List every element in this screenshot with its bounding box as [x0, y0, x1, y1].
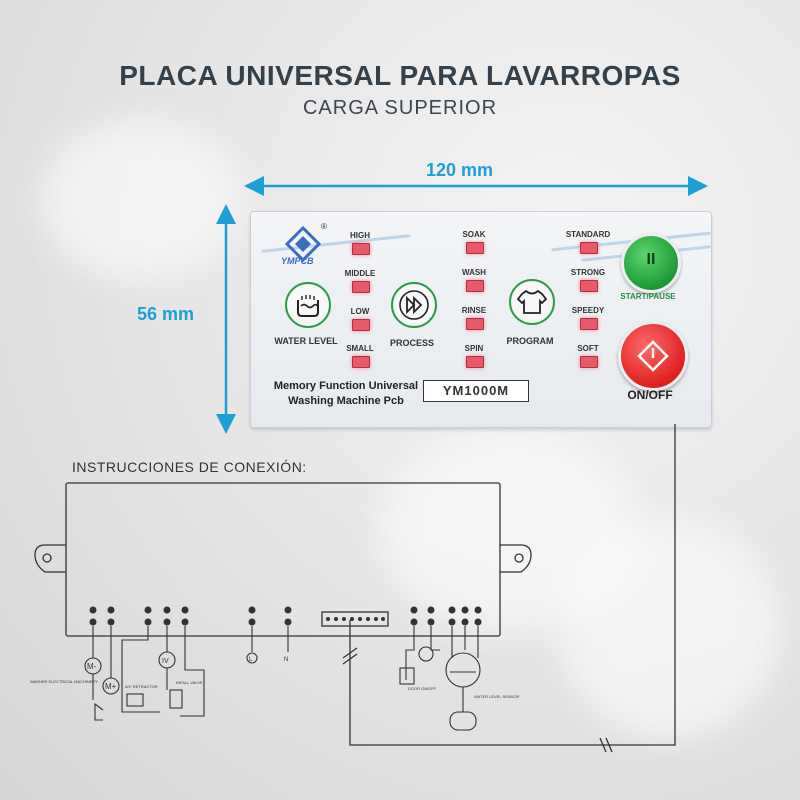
start-pause-label: START/PAUSE: [620, 292, 676, 301]
process-label-rinse: RINSE: [461, 306, 487, 315]
level-label-small: SMALL: [346, 344, 374, 353]
retractor-wire: [121, 626, 160, 713]
background-bokeh: [560, 520, 780, 740]
registered-mark: ®: [321, 222, 327, 231]
model-number: YM1000M: [423, 380, 529, 402]
pause-icon: II: [646, 251, 656, 268]
process-led-spin: [466, 356, 484, 368]
inlet-valve-symbol: [158, 651, 176, 669]
door-switch-symbol: [418, 646, 434, 662]
ympcb-logo-icon: [284, 225, 322, 263]
program-led-speedy: [580, 318, 598, 330]
program-label-speedy: SPEEDY: [571, 306, 605, 315]
program-led-soft: [580, 356, 598, 368]
level-led-small: [352, 356, 370, 368]
tshirt-icon: [516, 289, 548, 314]
level-led-low: [352, 319, 370, 331]
page-subtitle: CARGA SUPERIOR: [302, 97, 498, 119]
description-line-1: Memory Function Universal: [273, 380, 419, 392]
motor-plus-symbol: [102, 677, 120, 695]
width-label: 120 mm: [426, 160, 494, 180]
motor-label-minus: M-: [87, 662, 97, 671]
control-panel: ® YMPCB HIGH MIDDLE LOW SMALL WATER LEVE…: [250, 211, 712, 428]
level-label-high: HIGH: [350, 231, 370, 240]
logo-text: YMPCB: [281, 256, 314, 266]
water-basin-icon: [297, 295, 319, 317]
door-lock-device: [399, 667, 415, 685]
board-description: Memory Function Universal Washing Machin…: [261, 379, 431, 409]
power-button[interactable]: [618, 321, 688, 391]
level-label-middle: MIDDLE: [344, 269, 376, 278]
process-label-wash: WASH: [462, 268, 486, 277]
motor-capacitor: [92, 674, 104, 721]
level-led-middle: [352, 281, 370, 293]
water-sensor-text: WATER LEVEL SENSOR: [474, 694, 520, 699]
process-label: PROCESS: [389, 338, 434, 348]
mount-hole-left: [42, 553, 52, 563]
cable-break: [599, 737, 613, 753]
door-text: DOOR ON/OFF: [408, 686, 437, 691]
water-level-button[interactable]: [285, 282, 331, 328]
process-led-rinse: [466, 318, 484, 330]
program-label: PROGRAM: [506, 336, 554, 346]
motor-label-plus: M+: [105, 682, 117, 691]
power-icon: [637, 340, 669, 372]
terminal-pins: [89, 606, 482, 626]
process-button[interactable]: [391, 282, 437, 328]
water-level-label: WATER LEVEL: [274, 336, 338, 346]
neutral-label: N: [284, 657, 288, 663]
level-label-low: LOW: [350, 307, 370, 316]
program-label-strong: STRONG: [570, 268, 606, 277]
process-led-wash: [466, 280, 484, 292]
inlet-valve-symbol-label: IV: [162, 658, 169, 665]
mount-tab-right: [500, 544, 532, 573]
cable-break: [342, 647, 358, 665]
retractor-device: [126, 693, 144, 707]
live-label: L: [249, 657, 253, 663]
description-line-2: Washing Machine Pcb: [288, 395, 404, 407]
background-bokeh: [40, 120, 240, 280]
height-label: 56 mm: [137, 304, 195, 324]
instructions-heading: INSTRUCCIONES DE CONEXIÓN:: [72, 459, 307, 475]
mount-tab-left: [34, 544, 66, 573]
panel-cable: [349, 424, 676, 746]
process-label-spin: SPIN: [464, 344, 484, 353]
retractor-text: A/C RETRACTOR: [125, 684, 158, 689]
pressure-switch-device: [449, 711, 477, 731]
program-led-strong: [580, 280, 598, 292]
program-label-standard: STANDARD: [565, 230, 611, 239]
program-led-standard: [580, 242, 598, 254]
program-button[interactable]: [509, 279, 555, 325]
inlet-valve-text: INFALL VALVE: [176, 680, 203, 685]
on-off-label: ON/OFF: [627, 388, 673, 402]
start-pause-button[interactable]: II: [621, 233, 681, 293]
water-level-sensor: [445, 652, 481, 688]
valve-device: [169, 689, 183, 709]
level-led-high: [352, 243, 370, 255]
mount-hole-right: [514, 553, 524, 563]
washer-motor-text: WASHER ELECTRICAL MACHINERY: [30, 679, 98, 684]
process-label-soak: SOAK: [462, 230, 486, 239]
page-title: PLACA UNIVERSAL PARA LAVARROPAS: [119, 60, 681, 91]
live-terminal: [246, 652, 258, 664]
ribbon-connector: [321, 611, 389, 627]
process-led-soak: [466, 242, 484, 254]
board-outline: [65, 482, 501, 637]
program-label-soft: SOFT: [577, 344, 599, 353]
fast-forward-icon: [399, 290, 429, 320]
